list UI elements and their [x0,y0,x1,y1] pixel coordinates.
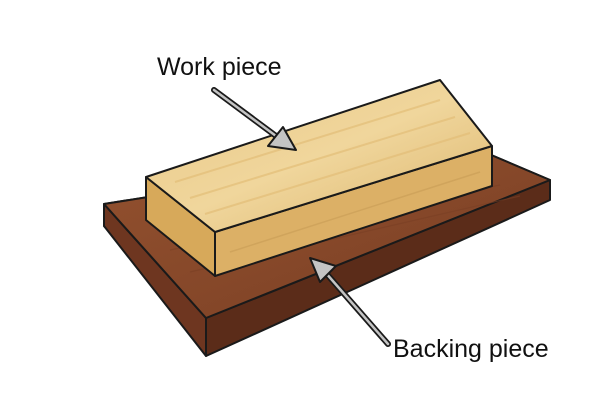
work-piece-arrow [211,87,297,151]
work-piece-label: Work piece [157,53,282,81]
work-piece-grain [174,99,471,215]
work-piece-top-face [145,79,493,233]
work-piece-side-grain [229,171,481,253]
backing-piece-arrow [309,257,391,347]
backing-piece-label: Backing piece [393,335,549,363]
work-piece [145,79,493,277]
